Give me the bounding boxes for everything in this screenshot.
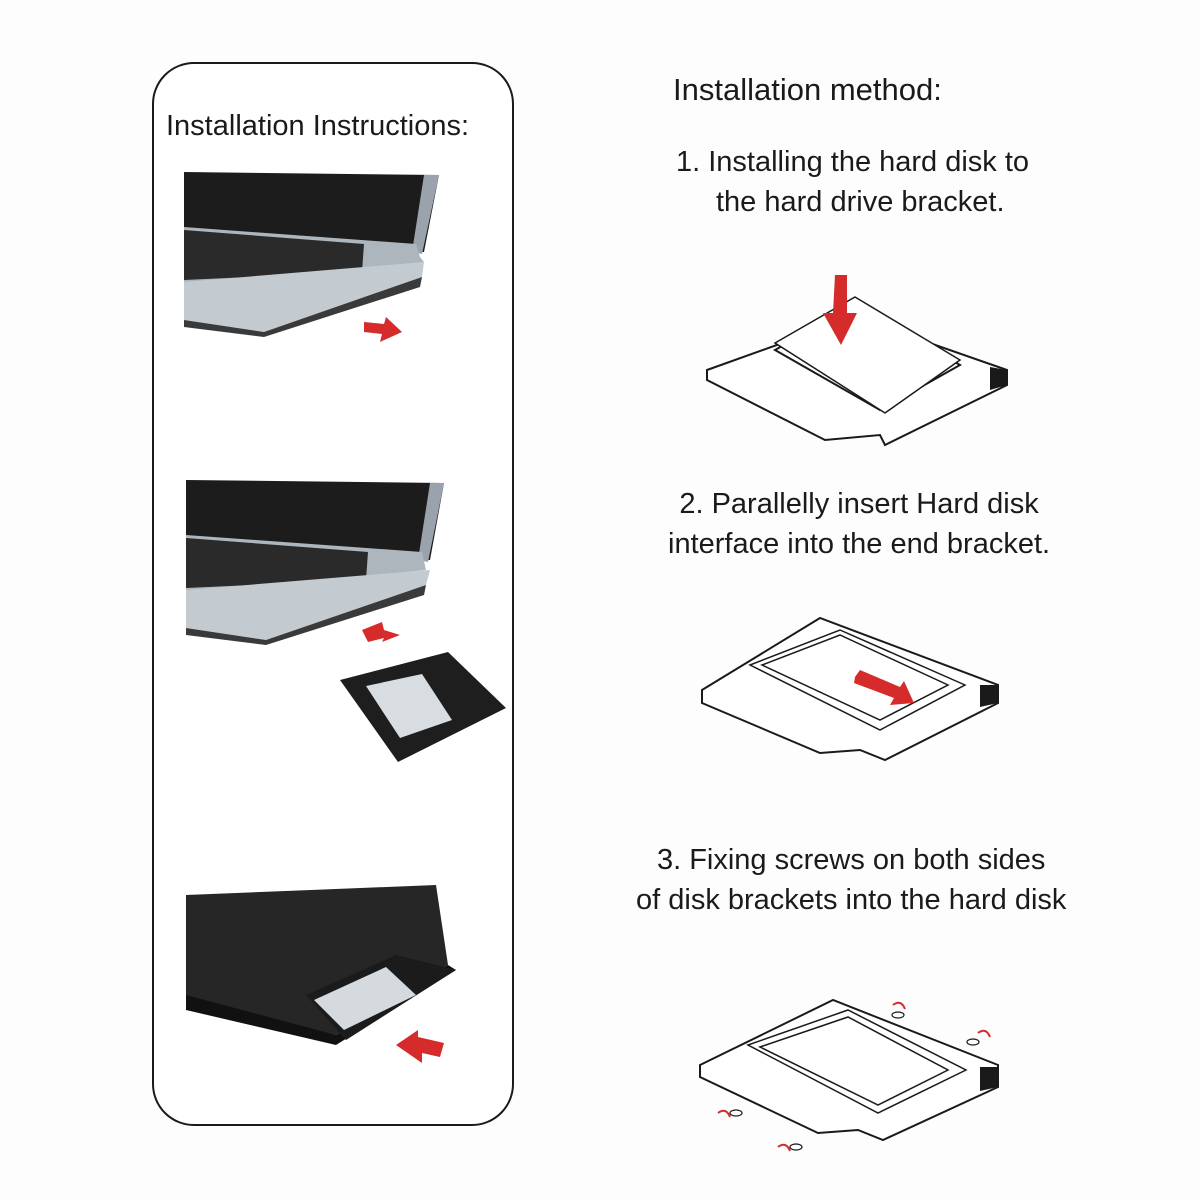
step-2-line1: 2. Parallelly insert Hard disk: [679, 488, 1039, 520]
screw-icon: [717, 1001, 991, 1152]
step-2-text: 2. Parallelly insert Hard disk interface…: [668, 484, 1050, 564]
step-3-text: 3. Fixing screws on both sides of disk b…: [636, 840, 1066, 920]
step-3-line2: of disk brackets into the hard disk: [636, 884, 1067, 916]
step-1-line1: 1. Installing the hard disk to: [676, 146, 1030, 178]
arrow-icon: [854, 670, 914, 705]
laptop-insert-illustration: [186, 480, 506, 762]
laptop-eject-illustration: [184, 172, 439, 342]
bracket-step-2-illustration: [701, 616, 999, 762]
step-1-line2: the hard drive bracket.: [716, 186, 1005, 218]
panel-title: Installation Instructions:: [166, 110, 470, 142]
arrow-icon: [362, 622, 400, 642]
arrow-icon: [364, 317, 402, 342]
step-1-text: 1. Installing the hard disk to the hard …: [676, 142, 1029, 222]
arrow-icon: [396, 1030, 444, 1063]
laptop-installed-illustration: [186, 885, 456, 1063]
step-2-line2: interface into the end bracket.: [668, 528, 1051, 560]
bracket-step-3-illustration: [699, 998, 999, 1152]
bracket-step-1-illustration: [706, 275, 1008, 447]
method-title: Installation method:: [673, 72, 942, 107]
step-3-line1: 3. Fixing screws on both sides: [656, 844, 1046, 876]
arrow-icon: [823, 275, 857, 345]
